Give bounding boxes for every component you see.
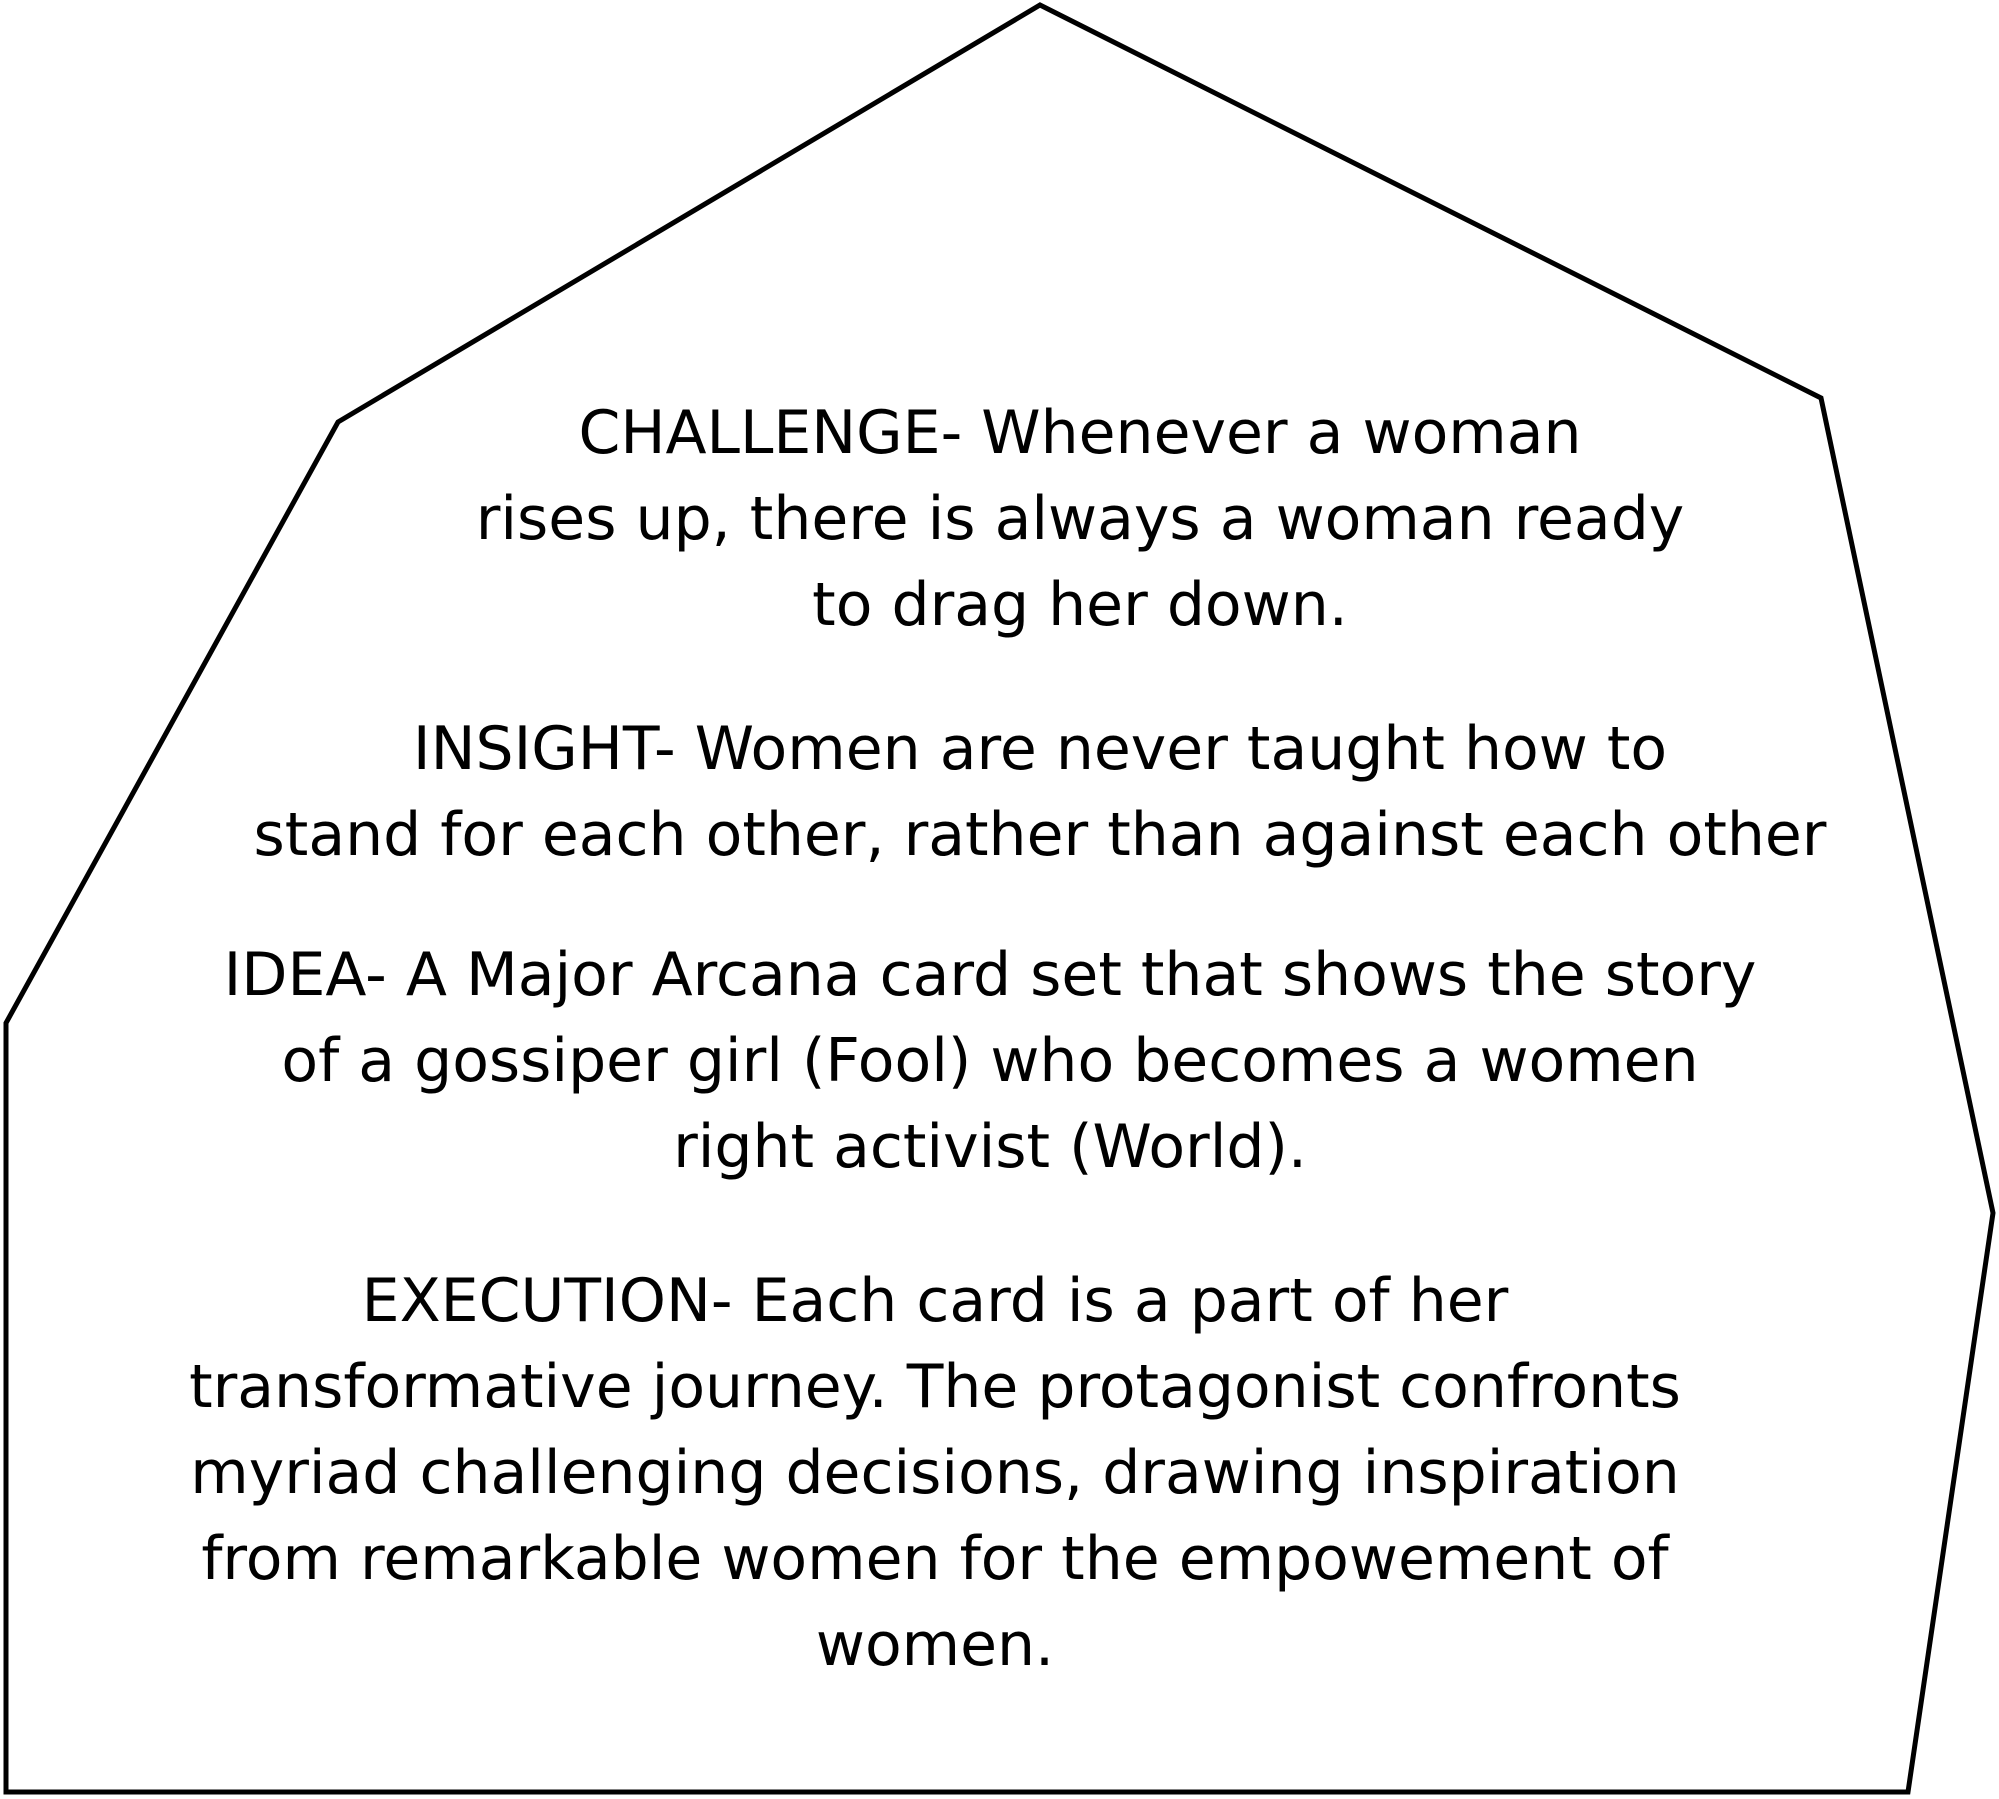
insight-line-1-text: Women are never taught how to (675, 714, 1668, 784)
challenge-heading: CHALLENGE- (578, 398, 963, 468)
idea-heading: IDEA- (223, 940, 387, 1010)
execution-line-2: transformative journey. The protagonist … (189, 1352, 1681, 1422)
execution-line-1-text: Each card is a part of her (732, 1266, 1509, 1336)
challenge-section: CHALLENGE- Whenever a woman rises up, th… (420, 390, 1740, 648)
insight-line-1: INSIGHT- Women are never taught how to (170, 706, 1910, 792)
idea-line-1: IDEA- A Major Arcana card set that shows… (130, 932, 1850, 1018)
challenge-line-1: CHALLENGE- Whenever a woman (420, 390, 1740, 476)
idea-line-3: right activist (World). (673, 1112, 1307, 1182)
challenge-line-1-text: Whenever a woman (962, 398, 1582, 468)
insight-line-2: stand for each other, rather than agains… (253, 800, 1827, 870)
outline-polygon (3, 2, 1996, 1795)
execution-line-4: from remarkable women for the empowement… (201, 1524, 1669, 1594)
insight-heading: INSIGHT- (412, 714, 676, 784)
insight-section: INSIGHT- Women are never taught how to s… (170, 706, 1910, 878)
idea-section: IDEA- A Major Arcana card set that shows… (130, 932, 1850, 1190)
execution-heading: EXECUTION- (361, 1266, 733, 1336)
execution-section: EXECUTION- Each card is a part of her tr… (110, 1258, 1760, 1688)
execution-line-3: myriad challenging decisions, drawing in… (190, 1438, 1680, 1508)
idea-line-2: of a gossiper girl (Fool) who becomes a … (281, 1026, 1699, 1096)
challenge-line-3: to drag her down. (812, 570, 1348, 640)
execution-line-5: women. (815, 1610, 1055, 1680)
idea-line-1-text: A Major Arcana card set that shows the s… (386, 940, 1757, 1010)
execution-line-1: EXECUTION- Each card is a part of her (110, 1258, 1760, 1344)
challenge-line-2: rises up, there is always a woman ready (475, 484, 1685, 554)
